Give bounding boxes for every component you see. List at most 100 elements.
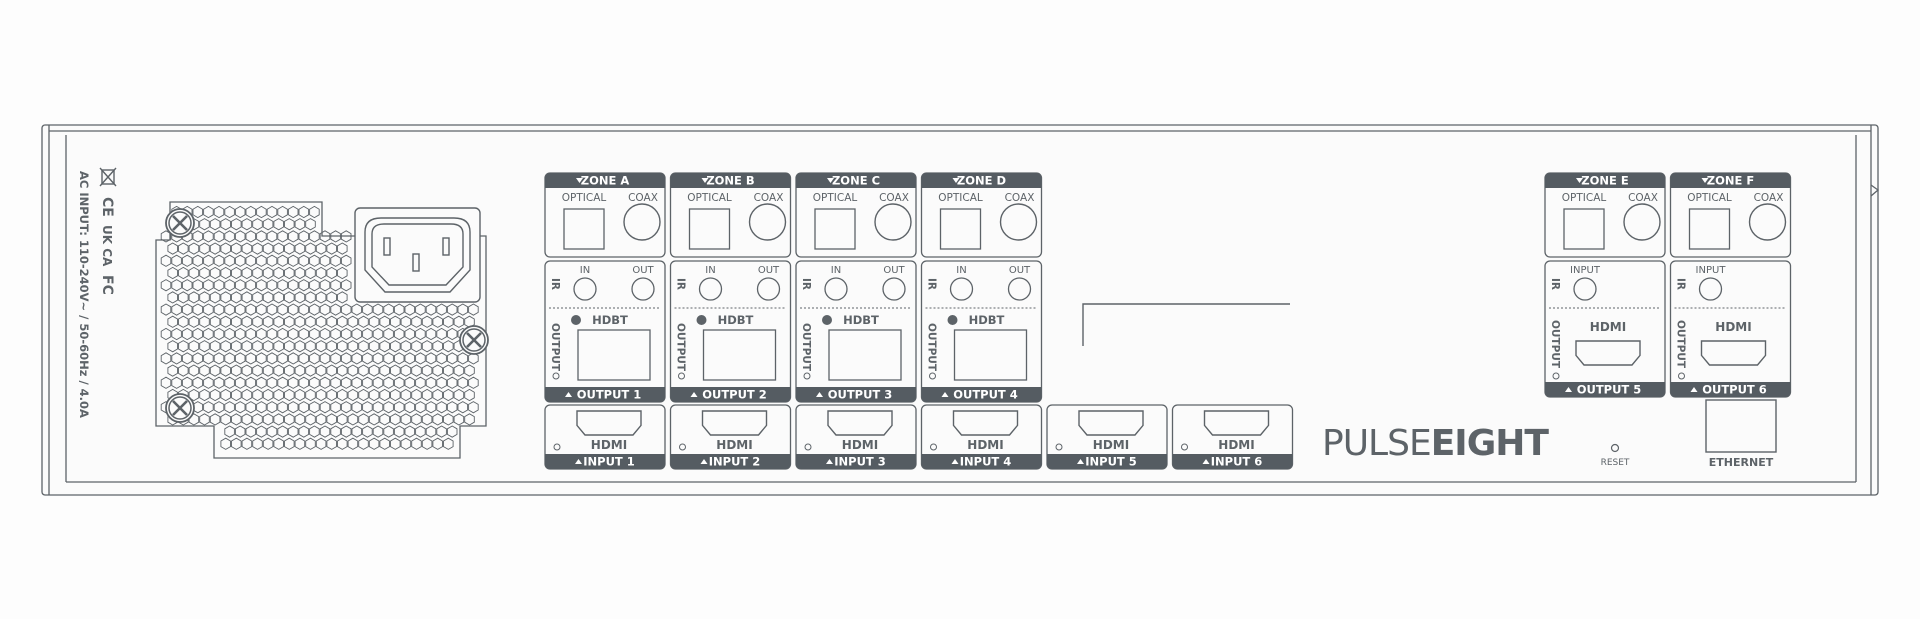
vent-hole [315,291,327,304]
ukca-mark: UK CA [100,225,114,267]
coax-port[interactable] [748,203,787,241]
ir-in-port[interactable] [824,277,848,301]
hdbt-port[interactable] [828,329,902,381]
vent-hole [368,340,380,353]
label-tab [1670,173,1791,188]
hdbt-port[interactable] [577,329,651,381]
vent-hole [319,279,331,292]
coax-port[interactable] [874,203,912,241]
vent-hole [421,388,433,402]
vent-hole [415,303,426,316]
optical-port[interactable] [814,208,856,250]
vent-hole [181,352,193,365]
vent-hole [224,303,235,316]
vent-hole [368,364,380,377]
hdmi-port[interactable] [1078,410,1144,436]
vent-hole [393,303,405,316]
label-tab [1545,382,1665,397]
vent-hole [319,352,331,365]
vent-hole [231,291,242,304]
vent-hole [390,340,401,353]
hdmi-port[interactable] [576,410,642,436]
optical-port[interactable] [1563,208,1605,250]
vent-hole [294,218,306,231]
coax-label: COAX [1754,192,1784,204]
optical-port[interactable] [563,208,605,250]
vent-hole [315,266,327,280]
ir-input-port[interactable] [1573,277,1597,301]
vent-hole [245,279,257,292]
vent-hole [294,315,306,328]
vent-hole [372,401,384,414]
vent-hole [330,352,341,365]
ir-in-port[interactable] [949,277,974,301]
vent-hole [277,425,288,438]
vent-hole [330,425,341,438]
ir-in-port[interactable] [698,277,723,301]
input-tab-label: INPUT 1 [583,455,635,469]
coax-port[interactable] [623,203,661,241]
coax-port[interactable] [999,203,1038,241]
ir-in-port[interactable] [573,277,597,301]
vent-hole [443,437,454,450]
vent-hole [432,315,443,328]
vent-hole [231,388,242,402]
vent-hole [256,279,267,292]
label-tab [921,454,1042,469]
hdmi-logo: HDMI [967,438,1003,452]
vent-hole [298,254,310,267]
ir-label: IR [549,278,561,290]
ir-out-port[interactable] [882,277,906,301]
hdbt-port[interactable] [953,329,1028,381]
hdmi-port[interactable] [1575,340,1641,366]
hdmi-port[interactable] [1700,340,1767,366]
vent-hole [203,279,214,292]
iec-c14-inlet-icon[interactable] [354,207,481,303]
vent-hole [192,352,204,365]
coax-port[interactable] [1748,203,1787,241]
ir-out-port[interactable] [756,277,781,301]
vent-hole [273,340,284,353]
hdmi-port[interactable] [952,410,1019,436]
vent-hole [273,413,284,426]
vent-hole [393,352,405,365]
vent-hole [266,327,278,341]
vent-hole [192,254,204,267]
hdmi-port[interactable] [827,410,893,436]
up-arrow-icon [565,392,572,397]
optical-port[interactable] [688,208,731,250]
ir-out-label: OUT [758,265,780,276]
vent-hole [287,205,299,219]
vent-hole [415,376,426,389]
vent-hole [457,376,469,389]
hdbt-port[interactable] [702,329,777,381]
brand-thin: PULSE [1322,423,1431,464]
vent-hole [245,230,257,243]
optical-port[interactable] [1688,208,1731,250]
vent-hole [188,315,200,328]
ethernet-port[interactable] [1705,399,1777,453]
ir-out-port[interactable] [1007,277,1032,301]
vent-hole [284,340,295,353]
vent-hole [457,401,469,414]
vent-hole [234,230,246,243]
vent-hole [425,327,437,341]
vent-hole [305,388,316,402]
hdmi-port[interactable] [1203,410,1270,436]
optical-port[interactable] [939,208,982,250]
vent-hole [262,437,274,450]
vent-hole [220,340,231,353]
ac-input-label: AC INPUT: 110-240V~ / 50-60Hz / 4.0A [77,171,91,418]
ir-out-port[interactable] [631,277,655,301]
vent-hole [245,205,257,219]
ir-input-port[interactable] [1698,277,1723,301]
vent-hole [368,388,380,402]
vent-hole [294,413,306,426]
zone-tab-label: ZONE B [706,174,754,188]
coax-port[interactable] [1623,203,1661,241]
zone-tab-label: ZONE D [957,174,1006,188]
hdmi-port[interactable] [701,410,768,436]
reset-button[interactable] [1610,443,1620,453]
